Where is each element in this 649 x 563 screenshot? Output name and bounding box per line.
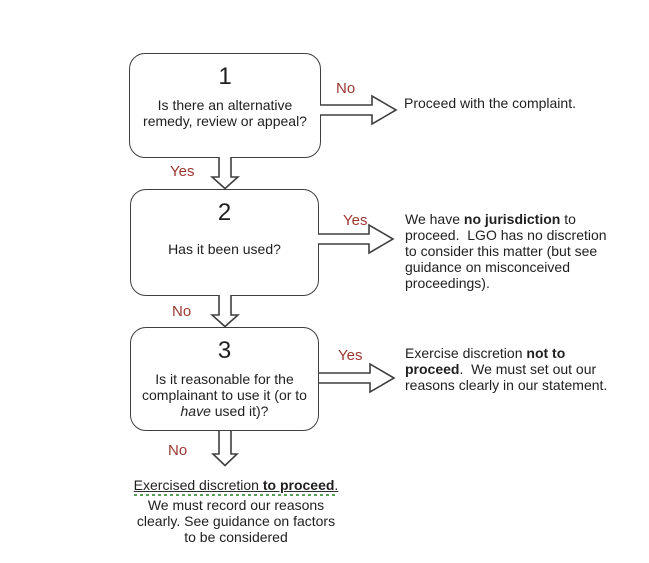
result-2-text: We have no jurisdiction to proceed. LGO … <box>405 211 607 291</box>
right-arrow-icon <box>319 361 396 395</box>
down-arrow-icon <box>211 431 239 467</box>
branch-1-no-label: No <box>336 80 356 97</box>
box-2-question: Has it been used? <box>168 241 281 257</box>
flow-box-1: 1 Is there an alternative remedy, review… <box>129 53 321 158</box>
flow-box-2: 2 Has it been used? <box>130 189 319 296</box>
box-3-number: 3 <box>217 337 232 364</box>
final-outcome-title: Exercised discretion to proceed. <box>133 477 339 496</box>
down-2-no-label: No <box>172 303 192 320</box>
down-3-no-label: No <box>168 442 188 459</box>
branch-3-yes-label: Yes <box>338 347 363 364</box>
result-3-text: Exercise discretion not to proceed. We m… <box>405 345 608 393</box>
down-arrow-icon <box>210 295 240 328</box>
down-1-yes-label: Yes <box>170 163 195 180</box>
right-arrow-icon <box>318 222 395 256</box>
box-3-question: Is it reasonable for the complainant to … <box>142 371 307 419</box>
box-2-number: 2 <box>217 199 232 226</box>
final-outcome: Exercised discretion to proceed. We must… <box>116 477 356 545</box>
down-arrow-icon <box>210 157 240 190</box>
right-arrow-icon <box>320 93 398 127</box>
result-1-text: Proceed with the complaint. <box>404 95 576 111</box>
branch-2-yes-label: Yes <box>343 212 368 229</box>
final-outcome-text: We must record our reasons clearly. See … <box>136 497 336 545</box>
box-1-number: 1 <box>218 63 232 90</box>
box-1-question: Is there an alternative remedy, review o… <box>143 97 307 129</box>
flow-box-3: 3 Is it reasonable for the complainant t… <box>130 327 319 431</box>
